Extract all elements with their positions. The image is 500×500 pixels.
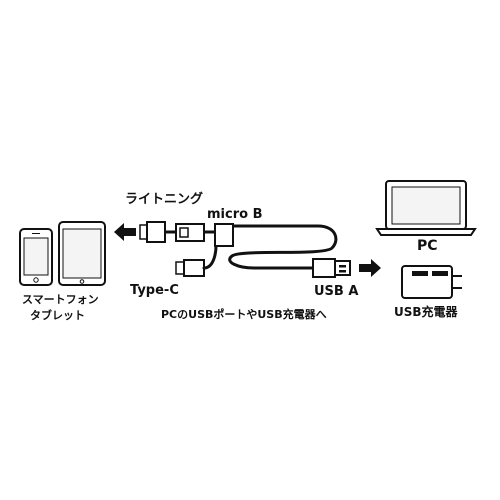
micro-b-connector bbox=[175, 223, 216, 242]
label-tablet: タブレット bbox=[30, 309, 85, 322]
caption: PCのUSBポートやUSB充電器へ bbox=[161, 308, 327, 321]
label-type-c: Type-C bbox=[130, 283, 179, 298]
cable-splitter bbox=[214, 223, 234, 247]
tablet-icon bbox=[58, 221, 106, 286]
arrow-right-icon bbox=[359, 259, 381, 277]
label-usb-a: USB A bbox=[314, 284, 359, 299]
arrow-left-icon bbox=[114, 223, 136, 241]
label-lightning: ライトニング bbox=[125, 192, 204, 207]
label-usb-charger: USB充電器 bbox=[394, 305, 458, 319]
lightning-connector bbox=[139, 221, 176, 243]
label-smartphone: スマートフォン bbox=[22, 293, 99, 306]
usb-a-connector bbox=[312, 258, 351, 278]
label-micro-b: micro B bbox=[207, 207, 263, 222]
type-c-connector bbox=[175, 259, 205, 277]
laptop-icon bbox=[375, 180, 477, 236]
usb-charger-icon bbox=[401, 265, 462, 299]
smartphone-icon bbox=[19, 228, 53, 286]
label-pc: PC bbox=[417, 238, 438, 254]
